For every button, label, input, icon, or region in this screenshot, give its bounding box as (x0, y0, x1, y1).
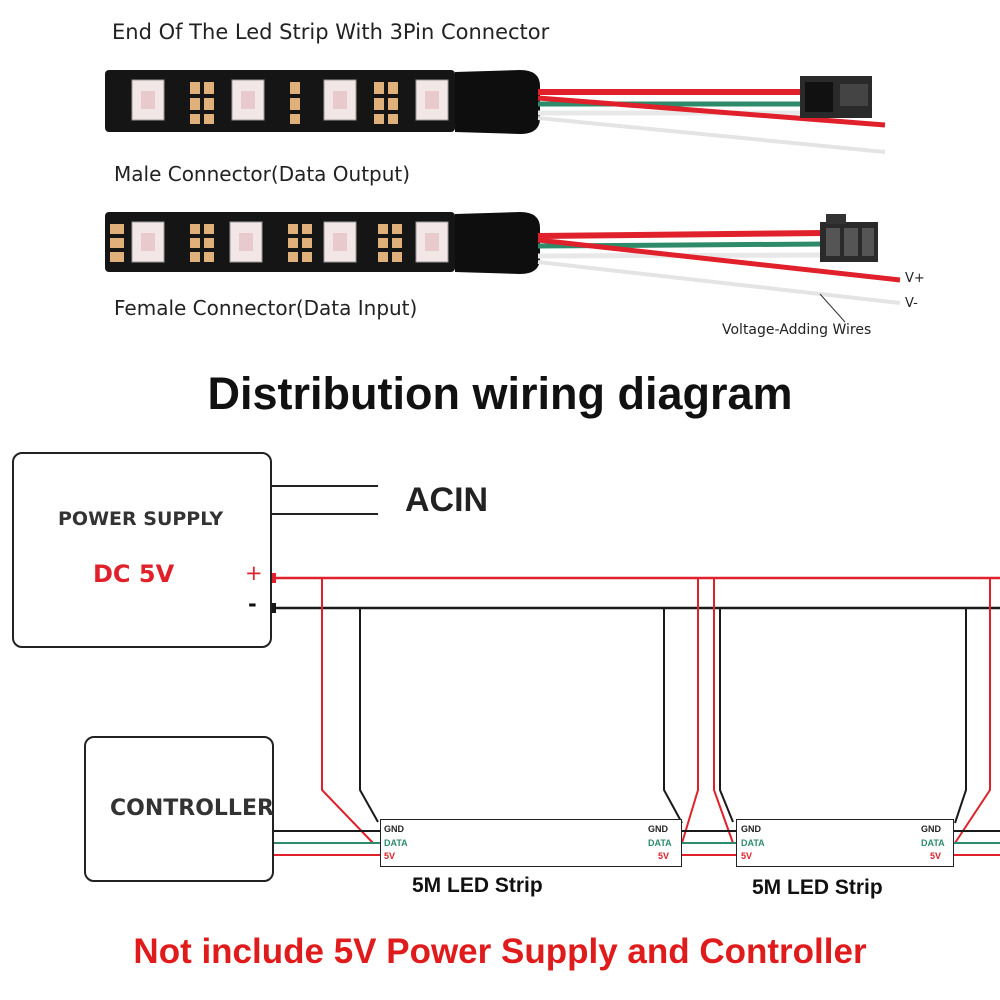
shrink-sleeve (455, 212, 540, 274)
controller-box (84, 736, 274, 882)
power-supply-label: POWER SUPPLY (58, 508, 224, 530)
strip-2-label: 5M LED Strip (752, 876, 883, 899)
wire-red (537, 230, 826, 239)
strip-2-out-data: DATA (921, 838, 945, 848)
feed-5v (321, 578, 374, 844)
feed-5v-end (954, 578, 991, 844)
solder-pads (110, 224, 402, 262)
negative-symbol: - (248, 592, 257, 616)
led-strip-1 (380, 819, 682, 867)
wire-red-extra (537, 95, 886, 128)
strip-2-out-gnd: GND (921, 824, 941, 834)
strip-1-out-gnd: GND (648, 824, 668, 834)
female-strip-assembly (105, 212, 901, 323)
power-supply-box (12, 452, 272, 648)
controller-label: CONTROLLER (110, 796, 274, 821)
strip-1-pin-gnd: GND (384, 824, 404, 834)
negative-terminal (268, 603, 276, 613)
footer-notice: Not include 5V Power Supply and Controll… (133, 932, 867, 971)
caption-male-connector: Male Connector(Data Output) (114, 162, 411, 186)
acin-label: ACIN (405, 481, 489, 519)
caption-female-connector: Female Connector(Data Input) (114, 296, 418, 320)
strip-2-feeds (713, 578, 991, 844)
led-chips (131, 79, 449, 121)
caption-strip-end: End Of The Led Strip With 3Pin Connector (112, 20, 550, 44)
wire-white-extra (537, 260, 901, 305)
wire-red-extra (537, 237, 901, 283)
strip-1-label: 5M LED Strip (412, 874, 543, 897)
label-voltage-adding-wires: Voltage-Adding Wires (722, 322, 872, 338)
strip-2-pin-gnd: GND (741, 824, 761, 834)
diagram-title: Distribution wiring diagram (207, 368, 793, 419)
data-bus (270, 830, 1000, 856)
strip-1-pin-5v: 5V (384, 851, 396, 861)
feed-gnd-end (954, 608, 967, 824)
positive-terminal (268, 573, 276, 583)
strip-2-pin-data: DATA (741, 838, 765, 848)
solder-pads (190, 82, 398, 124)
power-supply-voltage: DC 5V (93, 560, 175, 588)
feed-5v-end (681, 578, 699, 844)
strip-2-out-5v: 5V (930, 851, 942, 861)
feed-5v (713, 578, 734, 844)
power-rails (268, 485, 1000, 613)
label-vplus: V+ (905, 271, 925, 286)
strip-1-pin-data: DATA (384, 838, 408, 848)
led-strip-2 (736, 819, 954, 867)
label-vminus: V- (905, 296, 918, 311)
shrink-sleeve (455, 70, 540, 134)
led-chips (131, 221, 449, 263)
pointer-line (819, 293, 846, 323)
wire-white-extra (537, 116, 886, 154)
feed-gnd (719, 608, 734, 823)
feed-gnd (359, 608, 379, 823)
strip-2-pin-5v: 5V (741, 851, 753, 861)
strip-1-out-data: DATA (648, 838, 672, 848)
strip-1-feeds (321, 578, 699, 844)
strip-1-out-5v: 5V (658, 851, 670, 861)
positive-symbol: + (245, 561, 263, 585)
feed-gnd-end (663, 608, 683, 824)
male-strip-assembly (105, 70, 886, 154)
